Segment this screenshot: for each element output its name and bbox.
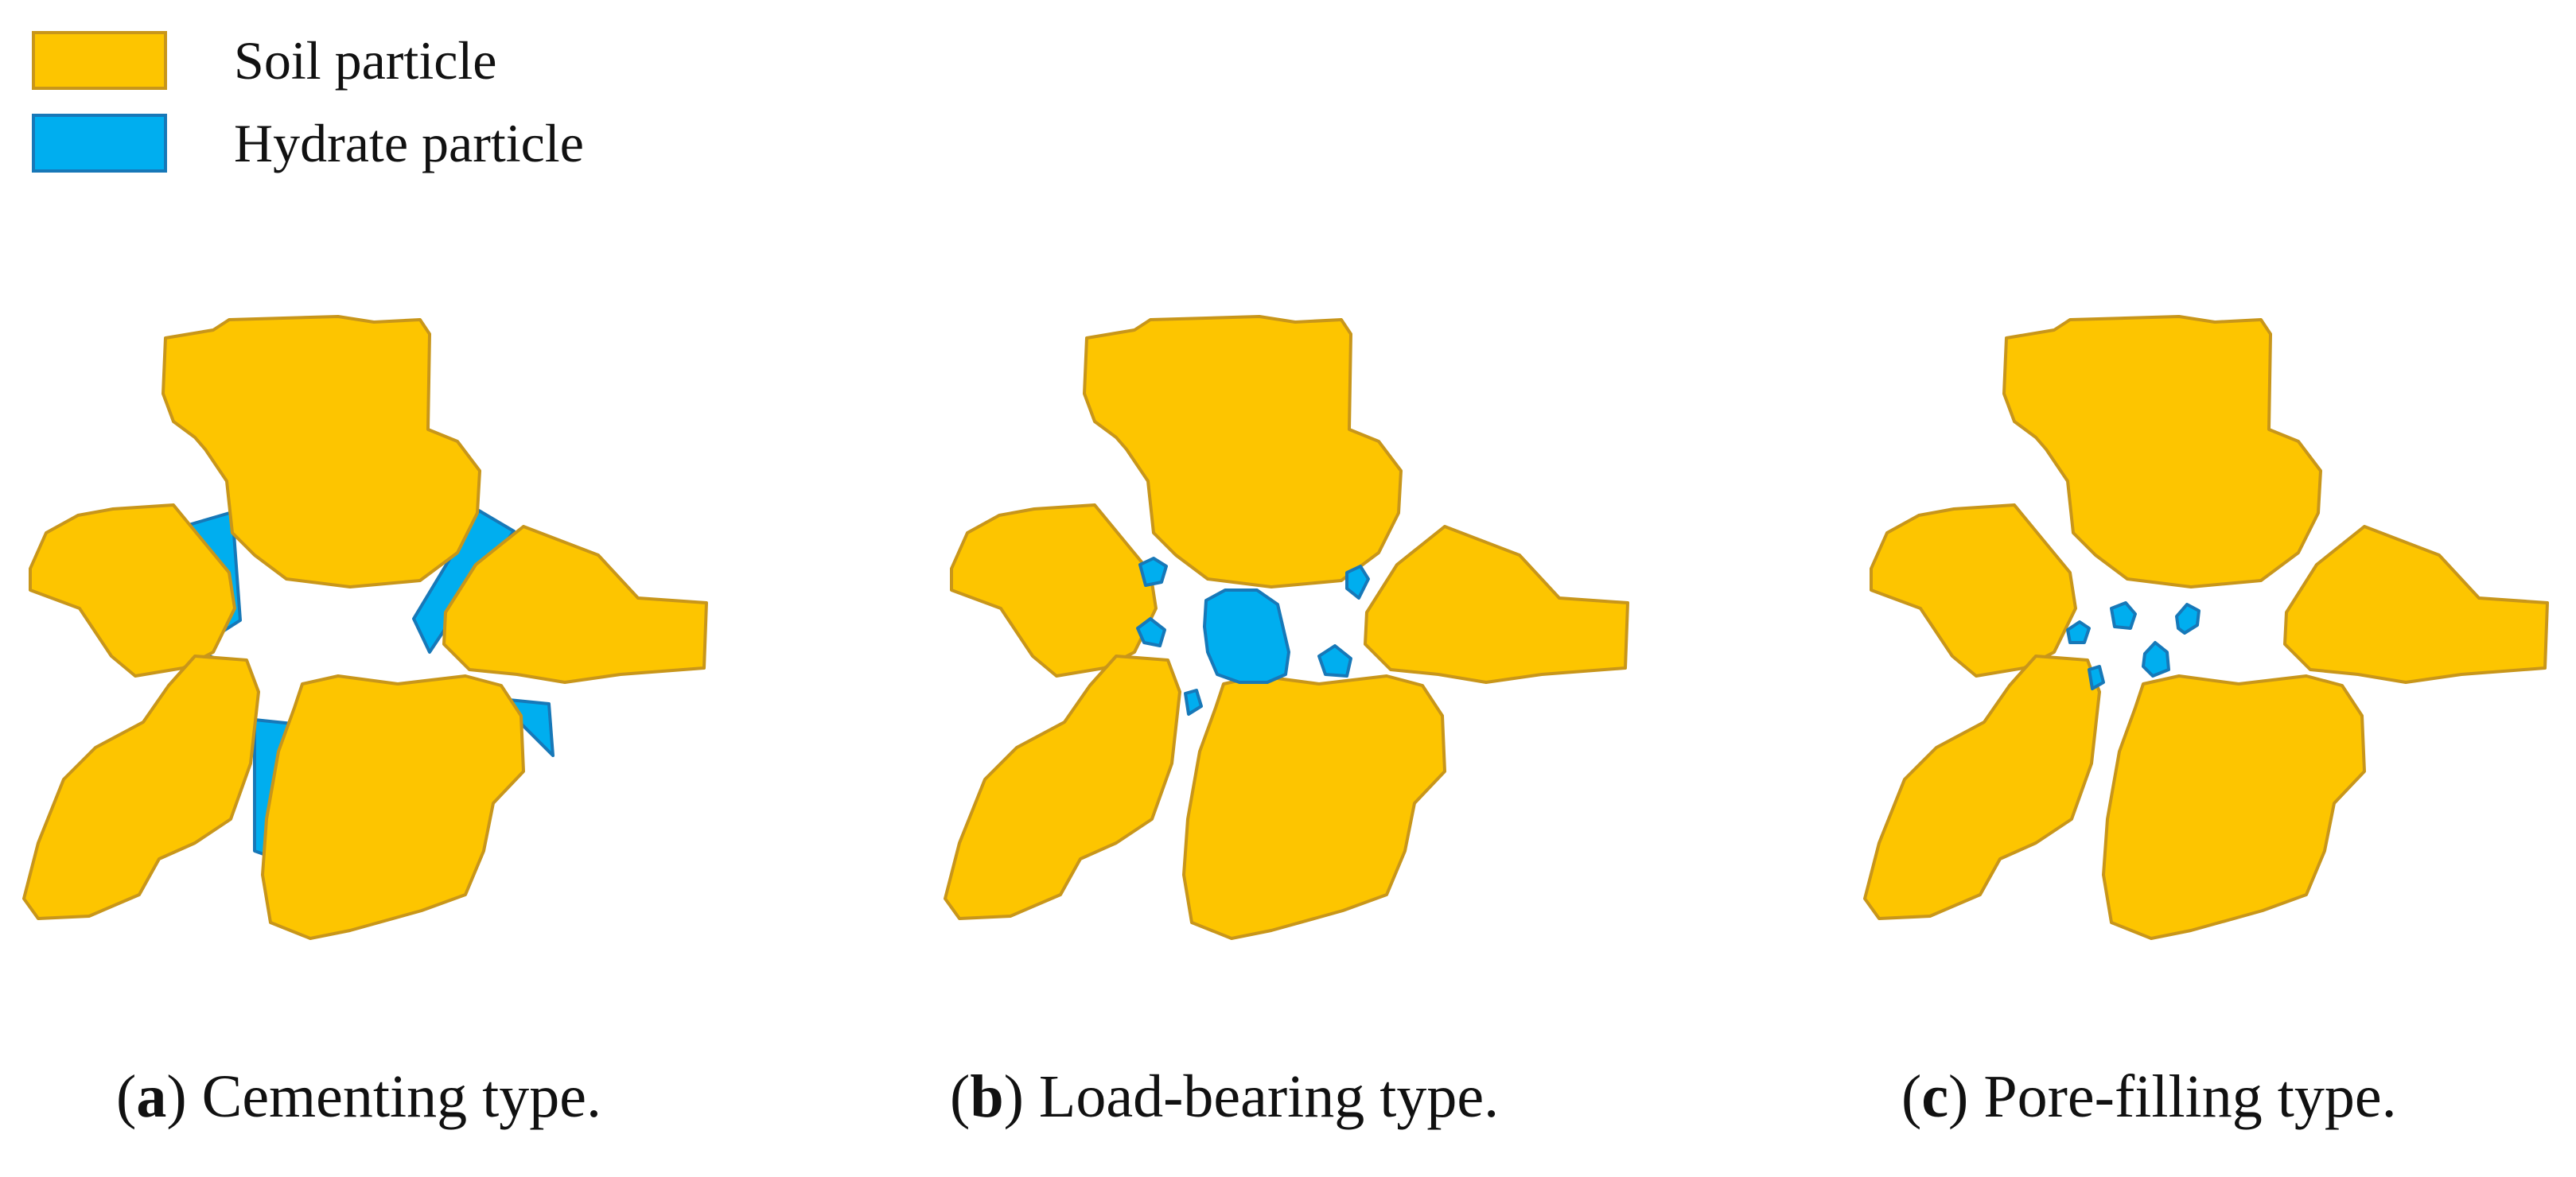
hydrate-particle-3 bbox=[2175, 603, 2200, 635]
panel-c-diagram bbox=[1863, 315, 2549, 940]
hydrate-particle-bottom-left bbox=[1184, 689, 1203, 716]
soil-particle-left bbox=[950, 503, 1158, 678]
soil-particle-left bbox=[1870, 503, 2077, 678]
soil-particle-bottom bbox=[1182, 674, 1446, 940]
caption-a: (a) Cementing type. bbox=[116, 1063, 601, 1130]
legend: Soil particle Hydrate particle bbox=[32, 19, 584, 185]
caption-a-letter: a bbox=[136, 1063, 167, 1130]
soil-particle-bottom-left bbox=[944, 655, 1181, 920]
soil-particle-bottom bbox=[2102, 674, 2366, 940]
panel-b-diagram bbox=[944, 315, 1629, 940]
legend-item-hydrate: Hydrate particle bbox=[32, 102, 584, 185]
hydrate-particles-group bbox=[2066, 601, 2200, 690]
hydrate-particle-left bbox=[1136, 617, 1166, 647]
soil-particle-bottom-left bbox=[22, 655, 260, 920]
hydrate-particle-top-right bbox=[1345, 565, 1370, 600]
hydrate-particle-swatch bbox=[32, 114, 167, 173]
caption-a-text: Cementing type. bbox=[201, 1063, 601, 1130]
panel-a-diagram bbox=[22, 315, 708, 940]
caption-c-text: Pore-filling type. bbox=[1983, 1063, 2397, 1130]
soil-particle-left bbox=[29, 503, 236, 678]
soil-particle-right bbox=[2283, 525, 2549, 684]
soil-particle-bottom-left bbox=[1863, 655, 2101, 920]
hydrate-particle-right bbox=[1317, 644, 1352, 678]
soil-particle-bottom bbox=[261, 674, 525, 940]
soil-particle-right bbox=[442, 525, 708, 684]
soil-particle-top bbox=[161, 315, 481, 588]
soil-particles-group bbox=[22, 315, 708, 940]
caption-c-letter: c bbox=[1921, 1063, 1949, 1130]
caption-b-letter: b bbox=[970, 1063, 1004, 1130]
hydrate-particle-1 bbox=[2066, 620, 2091, 644]
soil-particle-swatch bbox=[32, 31, 167, 90]
hydrate-particle-top-left bbox=[1138, 557, 1168, 587]
hydrate-particle-2 bbox=[2110, 601, 2137, 630]
hydrate-large-particle bbox=[1203, 588, 1290, 684]
hydrate-particles-group bbox=[1136, 557, 1370, 716]
hydrate-particle-4 bbox=[2088, 665, 2105, 690]
caption-b-text: Load-bearing type. bbox=[1038, 1063, 1500, 1130]
caption-b: (b) Load-bearing type. bbox=[950, 1063, 1500, 1130]
hydrate-particle-5 bbox=[2142, 641, 2170, 678]
soil-particle-top bbox=[1083, 315, 1403, 588]
soil-particle-top bbox=[2002, 315, 2322, 588]
legend-item-soil: Soil particle bbox=[32, 19, 584, 102]
soil-particles-group bbox=[1863, 315, 2549, 940]
caption-c: (c) Pore-filling type. bbox=[1901, 1063, 2397, 1130]
legend-label-soil: Soil particle bbox=[234, 30, 497, 91]
soil-particles-group bbox=[944, 315, 1629, 940]
soil-particle-right bbox=[1364, 525, 1629, 684]
legend-label-hydrate: Hydrate particle bbox=[234, 113, 584, 173]
